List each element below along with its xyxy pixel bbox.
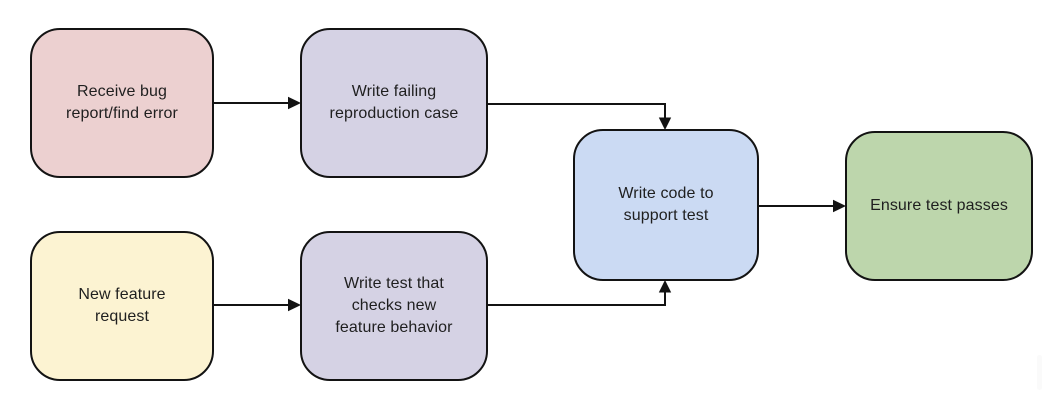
arrowhead-up-icon [658, 280, 672, 293]
edge-write-code-to-ensure-passes [759, 199, 846, 213]
edge-write-failing-to-write-code [488, 103, 672, 130]
node-label: Write failing reproduction case [329, 83, 459, 122]
node-label: Write test that checks new feature behav… [335, 275, 453, 336]
edge-receive-bug-to-write-failing [214, 96, 301, 110]
node-receive-bug-report[interactable]: Receive bug report/find error [30, 28, 214, 178]
node-new-feature-request[interactable]: New feature request [30, 231, 214, 381]
node-write-failing-reproduction-case[interactable]: Write failing reproduction case [300, 28, 488, 178]
node-write-code-support-test[interactable]: Write code to support test [573, 129, 759, 281]
node-write-test-checks-feature[interactable]: Write test that checks new feature behav… [300, 231, 488, 381]
node-label: Ensure test passes [870, 197, 1008, 214]
node-ensure-test-passes[interactable]: Ensure test passes [845, 131, 1033, 281]
node-label: Receive bug report/find error [66, 83, 178, 122]
node-label: New feature request [78, 286, 166, 325]
scrollbar-thumb[interactable] [1037, 355, 1042, 390]
node-label: Write code to support test [618, 185, 714, 224]
edge-new-feature-to-write-test [214, 298, 301, 312]
edge-write-test-to-write-code [488, 280, 672, 306]
